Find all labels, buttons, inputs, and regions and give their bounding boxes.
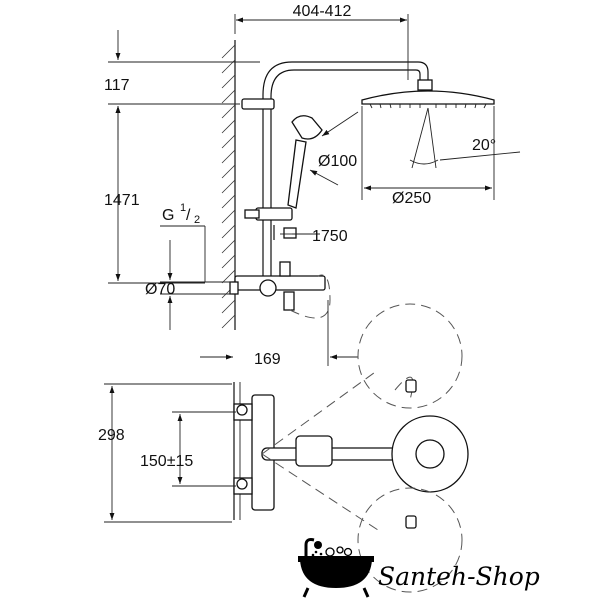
dim-projection-label: 169 — [254, 351, 281, 368]
hand-shower — [244, 115, 323, 240]
dim-top-offset-label: 117 — [104, 77, 130, 94]
riser-pipe — [241, 61, 429, 280]
dim-handshower-diameter: Ø100 — [309, 111, 359, 186]
dim-inlet-diameter: Ø70 — [145, 240, 232, 330]
dim-thread-numerator: 1 — [180, 202, 186, 214]
top-view: 298 150±15 — [98, 303, 469, 593]
front-view: 404-412 117 1471 G 1 / 2 — [104, 3, 521, 368]
dim-center-distance-label: 150±15 — [140, 453, 193, 470]
dim-width-range: 404-412 — [234, 3, 409, 80]
dim-handshower-diameter-label: Ø100 — [318, 153, 357, 170]
svg-text:/: / — [186, 207, 191, 224]
dim-height-label: 1471 — [104, 192, 140, 209]
dim-depth-label: 298 — [98, 427, 125, 444]
dim-width-range-label: 404-412 — [293, 3, 352, 20]
dim-inlet-diameter-label: Ø70 — [145, 281, 175, 298]
dim-thread-label: G — [162, 207, 174, 224]
dim-tilt-angle: 20° — [409, 137, 521, 165]
dim-head-diameter-label: Ø250 — [392, 190, 431, 207]
dim-tilt-angle-label: 20° — [472, 137, 496, 154]
dim-center-distance: 150±15 — [140, 411, 236, 487]
dim-top-offset: 117 — [104, 30, 260, 140]
brand-name: Santeh-Shop — [378, 562, 540, 591]
dim-thread: G 1 / 2 — [160, 202, 206, 282]
dim-length-label: 1750 — [312, 228, 348, 245]
bathtub-icon — [298, 538, 374, 598]
dim-projection: 169 — [200, 300, 358, 368]
dim-height: 1471 — [104, 106, 205, 284]
dim-thread-denominator: 2 — [194, 214, 200, 226]
dim-depth: 298 — [98, 383, 232, 523]
brand-logo: Santeh-Shop — [298, 538, 540, 598]
dim-head-diameter: Ø250 — [361, 106, 495, 207]
head-shower — [361, 79, 495, 169]
thermostat-mixer — [229, 261, 331, 319]
dim-length: 1750 — [280, 228, 348, 245]
